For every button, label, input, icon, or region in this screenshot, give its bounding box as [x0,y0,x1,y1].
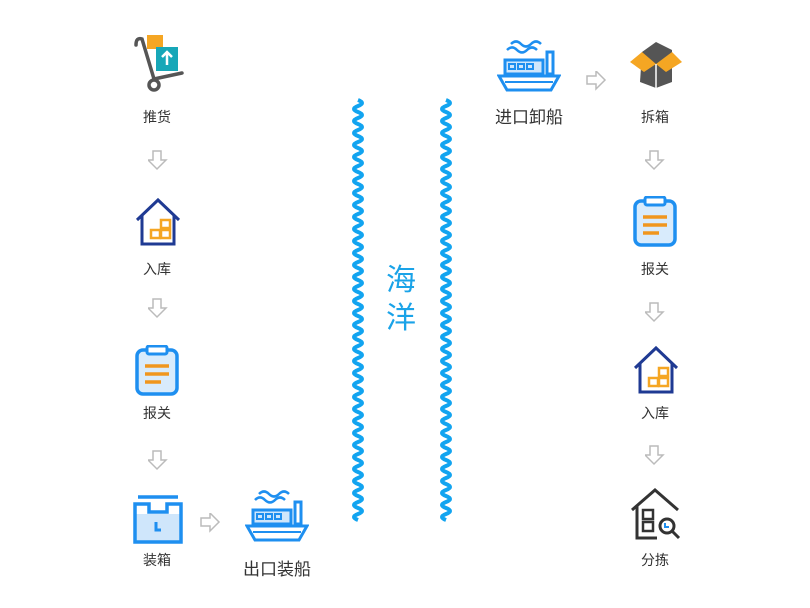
container-box-icon [133,495,183,544]
arrow-down-icon [148,450,167,470]
house-search-icon [631,488,681,540]
label-customs: 报关 [641,262,669,278]
warehouse-icon [135,198,181,246]
arrow-down-icon [645,445,664,465]
label-push-goods: 推货 [143,110,171,126]
label-sorting: 分拣 [641,553,669,569]
label-export-shipping: 出口装船 [243,560,311,580]
arrow-down-icon [148,298,167,318]
label-customs: 报关 [143,406,171,422]
clipboard-icon [633,196,677,247]
clipboard-icon [135,345,179,396]
warehouse-icon [633,346,679,394]
arrow-down-icon [645,150,664,170]
label-warehouse-in: 入库 [641,406,669,422]
arrow-right-icon [200,513,220,532]
hand-truck-icon [134,35,184,92]
ship-icon [245,490,309,542]
ocean-label: 海洋 [386,263,416,336]
ship-icon [497,40,561,92]
label-packing: 装箱 [143,553,171,569]
arrow-down-icon [645,302,664,322]
label-import-unloading: 进口卸船 [495,108,563,128]
open-box-icon [630,42,682,88]
arrow-right-icon [586,71,606,90]
label-warehouse-in: 入库 [143,262,171,278]
arrow-down-icon [148,150,167,170]
wave-line-left [352,98,364,522]
wave-line-right [440,98,452,522]
label-unpacking: 拆箱 [641,110,669,126]
